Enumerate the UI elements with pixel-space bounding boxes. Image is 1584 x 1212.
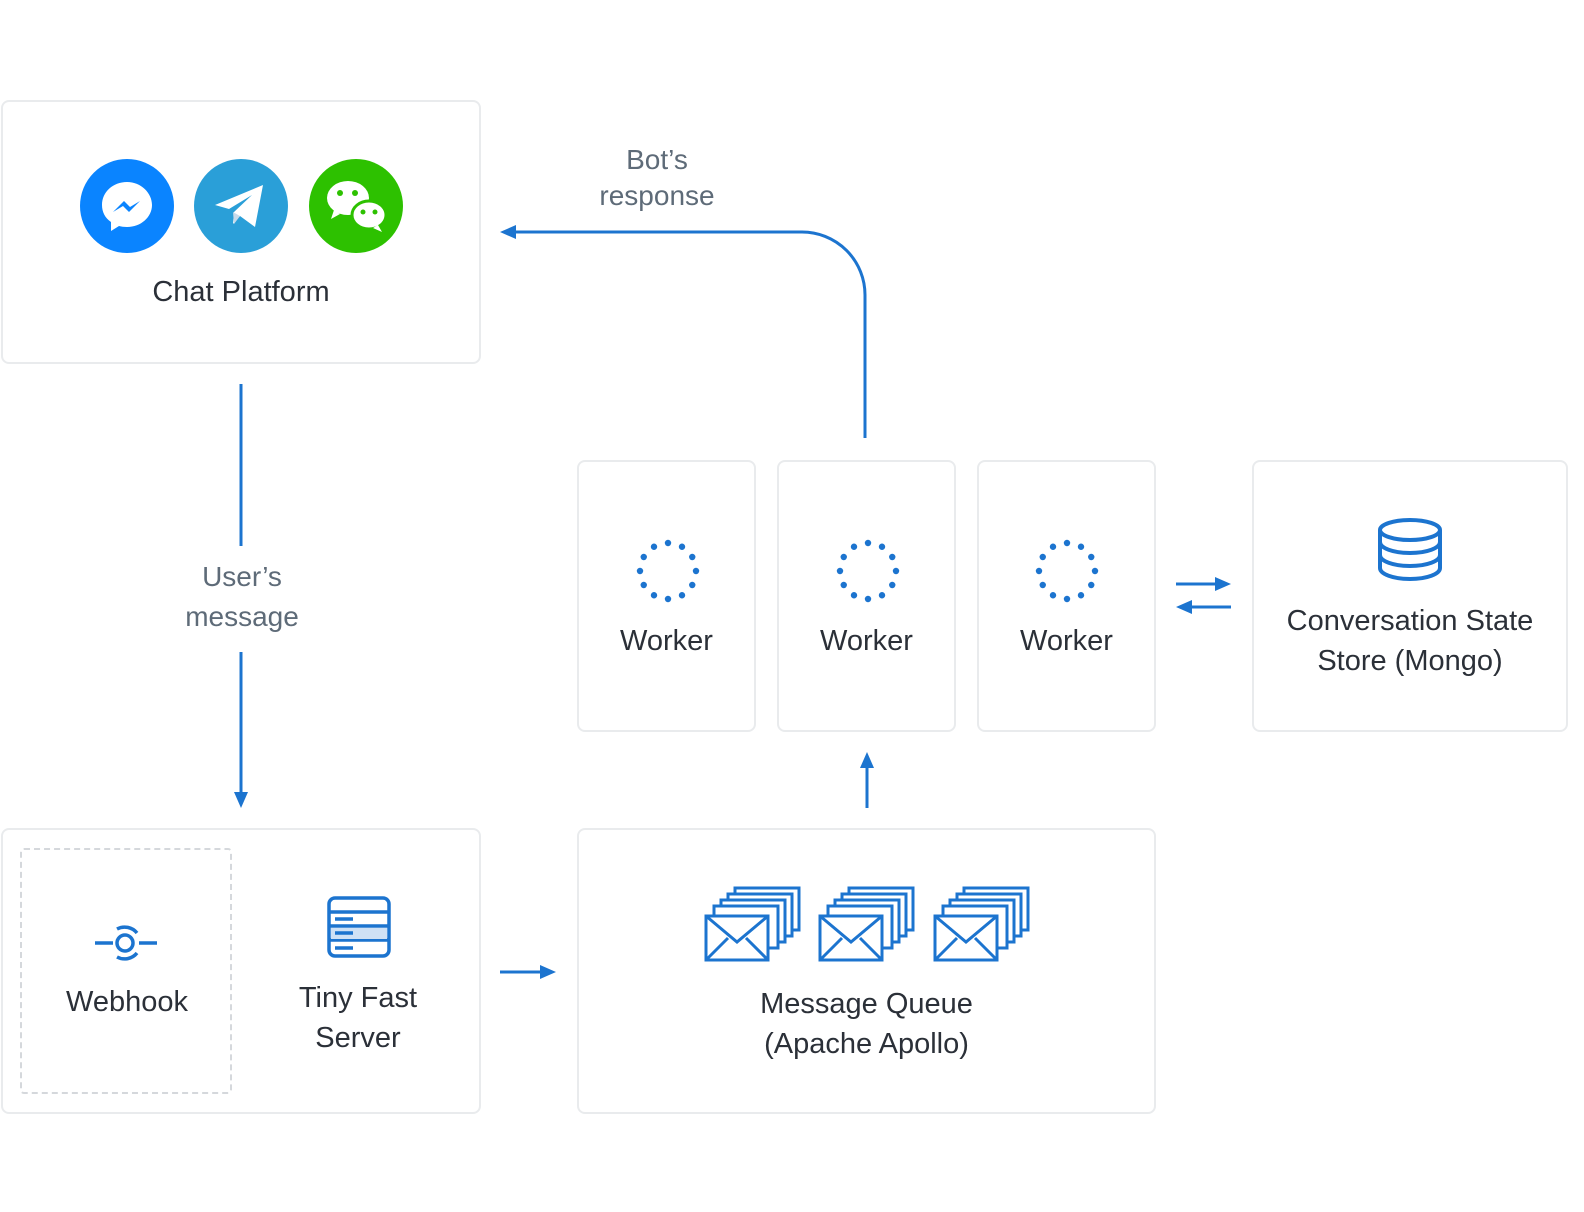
spinner-dot <box>1088 553 1095 561</box>
envelope-stack-icon <box>933 886 1030 962</box>
spinner-dot <box>1063 539 1071 547</box>
spinner-dot <box>678 543 686 550</box>
spinner-dot <box>689 581 696 589</box>
arrowhead-down <box>234 792 248 808</box>
webhook-dashed-box <box>20 848 232 1094</box>
spinner-dot <box>650 592 658 599</box>
spinner-dot <box>889 581 896 589</box>
worker-label-2: Worker <box>820 625 913 657</box>
queue-line1: Message Queue <box>760 988 973 1020</box>
spinner-dot <box>878 592 886 599</box>
spinner-dot <box>636 567 644 575</box>
spinner-dot <box>892 567 900 575</box>
user-message-line1: User’s <box>202 561 282 592</box>
server-box <box>1 828 481 1114</box>
spinner-dot <box>1049 543 1057 550</box>
spinner-dot <box>1088 581 1095 589</box>
spinner-dot <box>1039 553 1046 561</box>
spinner-dot <box>1077 592 1085 599</box>
worker-spinner-icon <box>636 539 700 603</box>
state-store-line1: Conversation State <box>1286 605 1534 637</box>
server-line1: Tiny Fast <box>298 982 418 1014</box>
spinner-dot <box>664 595 672 603</box>
spinner-dot <box>840 581 847 589</box>
bot-response-line1: Bot’s <box>626 144 688 175</box>
worker-label-1: Worker <box>620 625 713 657</box>
spinner-dot <box>664 539 672 547</box>
user-message-caption: User’s message <box>142 558 342 636</box>
queue-label: Message Queue (Apache Apollo) <box>577 984 1156 1064</box>
spinner-dot <box>1039 581 1046 589</box>
spinner-dot <box>1049 592 1057 599</box>
arrowhead-left <box>500 225 516 239</box>
queue-line2: (Apache Apollo) <box>764 1028 969 1060</box>
envelope-stack-icon <box>704 886 801 962</box>
spinner-dot <box>850 592 858 599</box>
webhook-icon <box>95 925 157 961</box>
spinner-dot <box>640 553 647 561</box>
spinner-dot <box>1063 595 1071 603</box>
spinner-dot <box>1077 543 1085 550</box>
wechat-icon <box>309 159 403 253</box>
spinner-dot <box>1091 567 1099 575</box>
queue-box <box>577 828 1156 1114</box>
worker-spinner-icon <box>836 539 900 603</box>
spinner-dot <box>678 592 686 599</box>
server-line2: Server <box>315 1022 401 1054</box>
worker-spinner-icon <box>1035 539 1099 603</box>
bot-response-arrow <box>515 230 867 438</box>
state-store-label: Conversation State Store (Mongo) <box>1252 601 1568 681</box>
bot-response-caption: Bot’s response <box>557 141 757 215</box>
state-store-box <box>1252 460 1568 732</box>
telegram-icon <box>194 159 288 253</box>
envelope-stack-icon <box>818 886 915 962</box>
arrowhead-right-store <box>1215 577 1231 591</box>
spinner-dot <box>650 543 658 550</box>
spinner-dot <box>864 539 872 547</box>
spinner-dot <box>840 553 847 561</box>
server-icon <box>327 896 391 958</box>
worker-label-3: Worker <box>1020 625 1113 657</box>
user-message-line2: message <box>185 601 299 632</box>
spinner-dot <box>850 543 858 550</box>
arrowhead-right <box>540 965 556 979</box>
spinner-dot <box>836 567 844 575</box>
spinner-dot <box>692 567 700 575</box>
bot-response-line2: response <box>599 180 715 211</box>
worker-box-1 <box>577 460 756 732</box>
messenger-icon <box>80 159 174 253</box>
server-label: Tiny Fast Server <box>258 978 458 1058</box>
arrowhead-left-store <box>1176 600 1192 614</box>
chat-platform-label: Chat Platform <box>152 276 330 308</box>
spinner-dot <box>889 553 896 561</box>
spinner-dot <box>864 595 872 603</box>
webhook-label: Webhook <box>66 986 188 1018</box>
database-icon <box>1378 518 1442 582</box>
spinner-dot <box>878 543 886 550</box>
worker-box-2 <box>777 460 956 732</box>
spinner-dot <box>1035 567 1043 575</box>
state-store-line2: Store (Mongo) <box>1317 645 1503 677</box>
spinner-dot <box>689 553 696 561</box>
arrowhead-up <box>860 752 874 768</box>
spinner-dot <box>640 581 647 589</box>
